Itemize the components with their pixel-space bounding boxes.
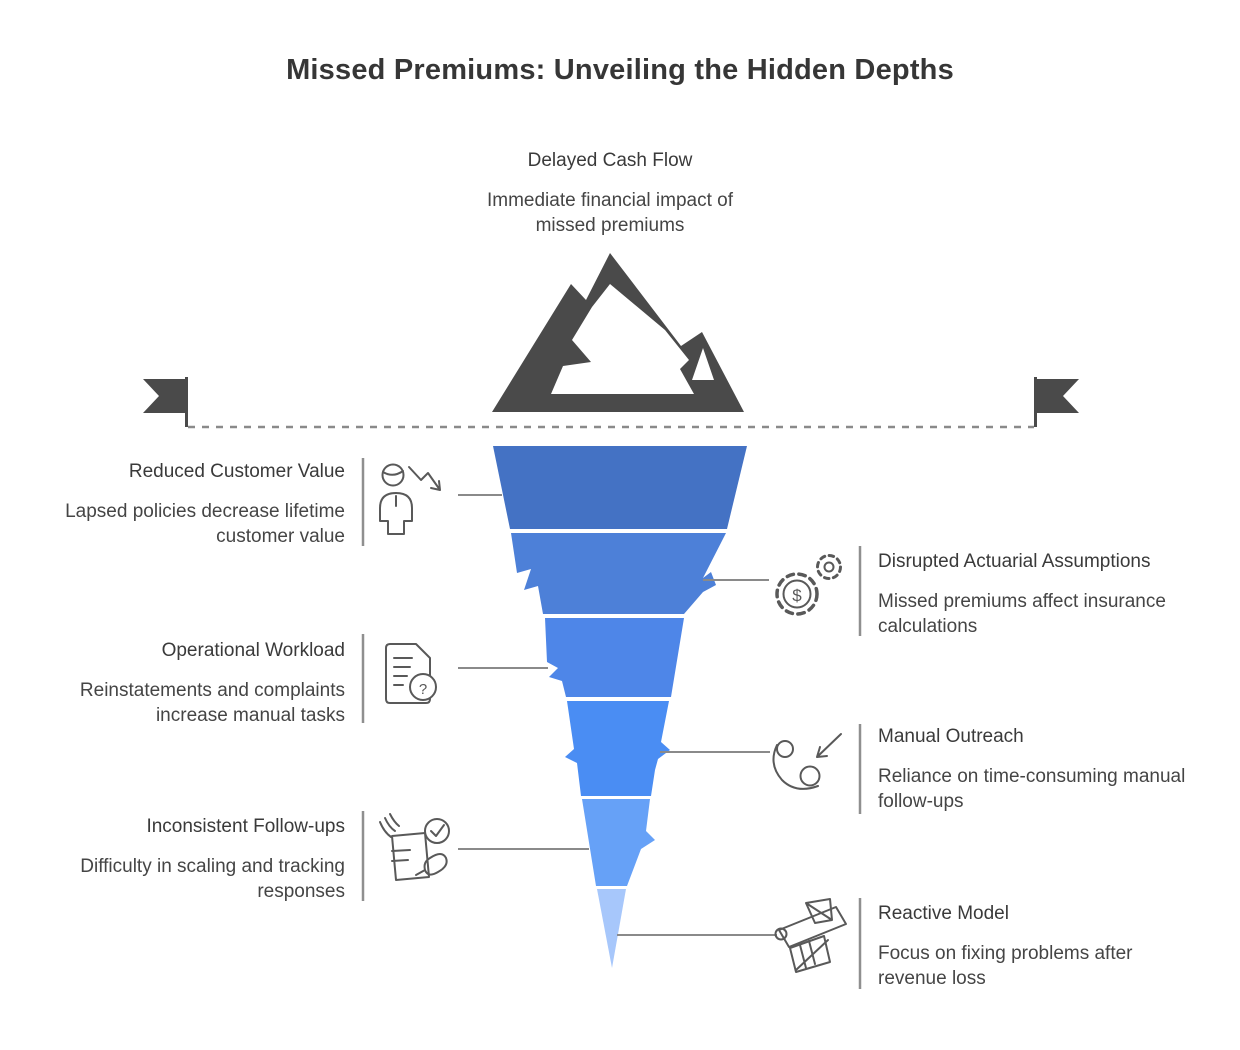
flag-left-icon [143, 377, 188, 427]
funnel-segment-6 [597, 889, 626, 968]
document-question-icon: ? [385, 643, 437, 704]
top-item-title: Delayed Cash Flow [527, 150, 693, 171]
dollar-glyph: $ [792, 586, 802, 605]
right-item-2-desc: Reliance on time-consuming manual follow… [878, 766, 1186, 812]
right-item-3-title: Reactive Model [878, 903, 1009, 924]
person-decline-icon [379, 463, 441, 535]
funnel-segment-5 [582, 799, 655, 886]
left-item-1: Reduced Customer Value Lapsed policies d… [30, 459, 345, 549]
left-item-2-title: Operational Workload [161, 640, 345, 661]
right-item-1-title: Disrupted Actuarial Assumptions [878, 551, 1151, 572]
left-item-1-desc: Lapsed policies decrease lifetime custom… [65, 501, 345, 547]
right-item-1: Disrupted Actuarial Assumptions Missed p… [878, 549, 1198, 639]
left-item-3-title: Inconsistent Follow-ups [146, 816, 345, 837]
right-item-2: Manual Outreach Reliance on time-consumi… [878, 724, 1198, 814]
top-item-desc: Immediate financial impact of missed pre… [486, 190, 734, 236]
left-item-3-desc: Difficulty in scaling and tracking respo… [80, 856, 345, 902]
phone-incoming-icon [772, 733, 842, 790]
gears-dollar-icon: $ [775, 554, 842, 616]
mountain-icon [492, 253, 744, 412]
bandage-icon [774, 898, 847, 973]
funnel-segment-1 [493, 446, 747, 529]
funnel-segment-3 [545, 618, 684, 697]
page-title: Missed Premiums: Unveiling the Hidden De… [286, 54, 954, 86]
left-item-2: Operational Workload Reinstatements and … [30, 638, 345, 728]
divider-lines [361, 458, 862, 989]
left-item-2-desc: Reinstatements and complaints increase m… [79, 680, 345, 726]
left-item-1-title: Reduced Customer Value [128, 461, 345, 482]
left-item-3: Inconsistent Follow-ups Difficulty in sc… [30, 814, 345, 904]
flag-right-icon [1034, 377, 1079, 427]
question-glyph: ? [419, 681, 427, 698]
right-item-3-desc: Focus on fixing problems after revenue l… [878, 943, 1133, 989]
funnel-segment-4 [565, 701, 670, 796]
right-item-1-desc: Missed premiums affect insurance calcula… [878, 591, 1166, 637]
right-item-2-title: Manual Outreach [878, 726, 1024, 747]
funnel-segment-2 [511, 533, 726, 614]
checklist-hand-icon [379, 813, 450, 881]
top-item: Delayed Cash Flow Immediate financial im… [460, 148, 760, 238]
right-item-3: Reactive Model Focus on fixing problems … [878, 901, 1198, 991]
connector-lines [458, 494, 777, 936]
